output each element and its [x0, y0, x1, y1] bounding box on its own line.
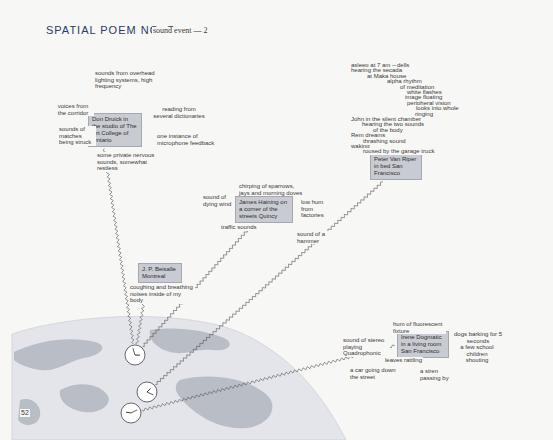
- sound-note: hum of fluorescent fixture: [392, 321, 446, 334]
- clock: [121, 403, 141, 423]
- location-text: J. P. Beisalle Montreal: [142, 266, 178, 280]
- sound-note: one instance of microphone feedback: [156, 133, 216, 146]
- sound-note: dogs barking for 5 seconds: [452, 331, 504, 344]
- location-box: Irene Dogmatic in a living room San Fran…: [397, 331, 449, 358]
- sound-note: some private nervous sounds, somewhat re…: [96, 152, 160, 172]
- sound-note: sound of stereo playing Quadrophonic: [342, 337, 390, 357]
- subtitle: sound event — 2: [152, 27, 208, 36]
- sound-note: sounds of matches being struck: [58, 126, 96, 146]
- location-text: Don Druick in the studio of The Art Coll…: [92, 116, 138, 144]
- sound-note: sound of a hammer: [296, 231, 332, 244]
- sound-note: a car going down the street: [349, 367, 397, 380]
- clock: [137, 382, 157, 402]
- clock: [125, 345, 145, 365]
- location-box: J. P. Beisalle Montreal: [138, 263, 182, 283]
- location-box: Don Druick in the studio of The Art Coll…: [88, 113, 142, 147]
- sound-note: leaves rattling: [384, 357, 423, 364]
- location-text: Irene Dogmatic in a living room San Fran…: [401, 334, 445, 355]
- sound-note: coughing and breathing noises inside of …: [129, 284, 195, 304]
- location-box: Peter Van Riper in bed San Francisco: [370, 153, 422, 180]
- continent: [150, 328, 230, 353]
- page-number: 52: [20, 409, 30, 417]
- sound-note: traffic sounds: [220, 224, 258, 231]
- location-box: James Haining on a corner of the streets…: [235, 196, 293, 223]
- sound-note: chirping of sparrows, jays and morning d…: [238, 183, 306, 196]
- sound-note: sound of dying wind: [202, 194, 234, 207]
- sound-note: sounds from overhead lighting systems, h…: [94, 70, 160, 90]
- sound-note: a few school children shouting: [457, 344, 497, 364]
- sound-note: reading from several dictionaries: [152, 106, 206, 119]
- clocks: [121, 345, 157, 423]
- sound-note: roused by the garage truck: [362, 148, 435, 155]
- sound-note: voices from the corridor: [52, 103, 94, 116]
- continent: [18, 399, 40, 425]
- location-text: Peter Van Riper in bed San Francisco: [374, 156, 418, 177]
- continent: [60, 384, 109, 412]
- sound-note: low hum from factories: [300, 199, 332, 219]
- continent: [176, 377, 273, 429]
- globe: [12, 316, 346, 440]
- location-text: James Haining on a corner of the streets…: [239, 199, 289, 220]
- sound-note: a siren passing by: [419, 368, 461, 381]
- sound-line: [103, 149, 134, 345]
- continent: [14, 339, 102, 370]
